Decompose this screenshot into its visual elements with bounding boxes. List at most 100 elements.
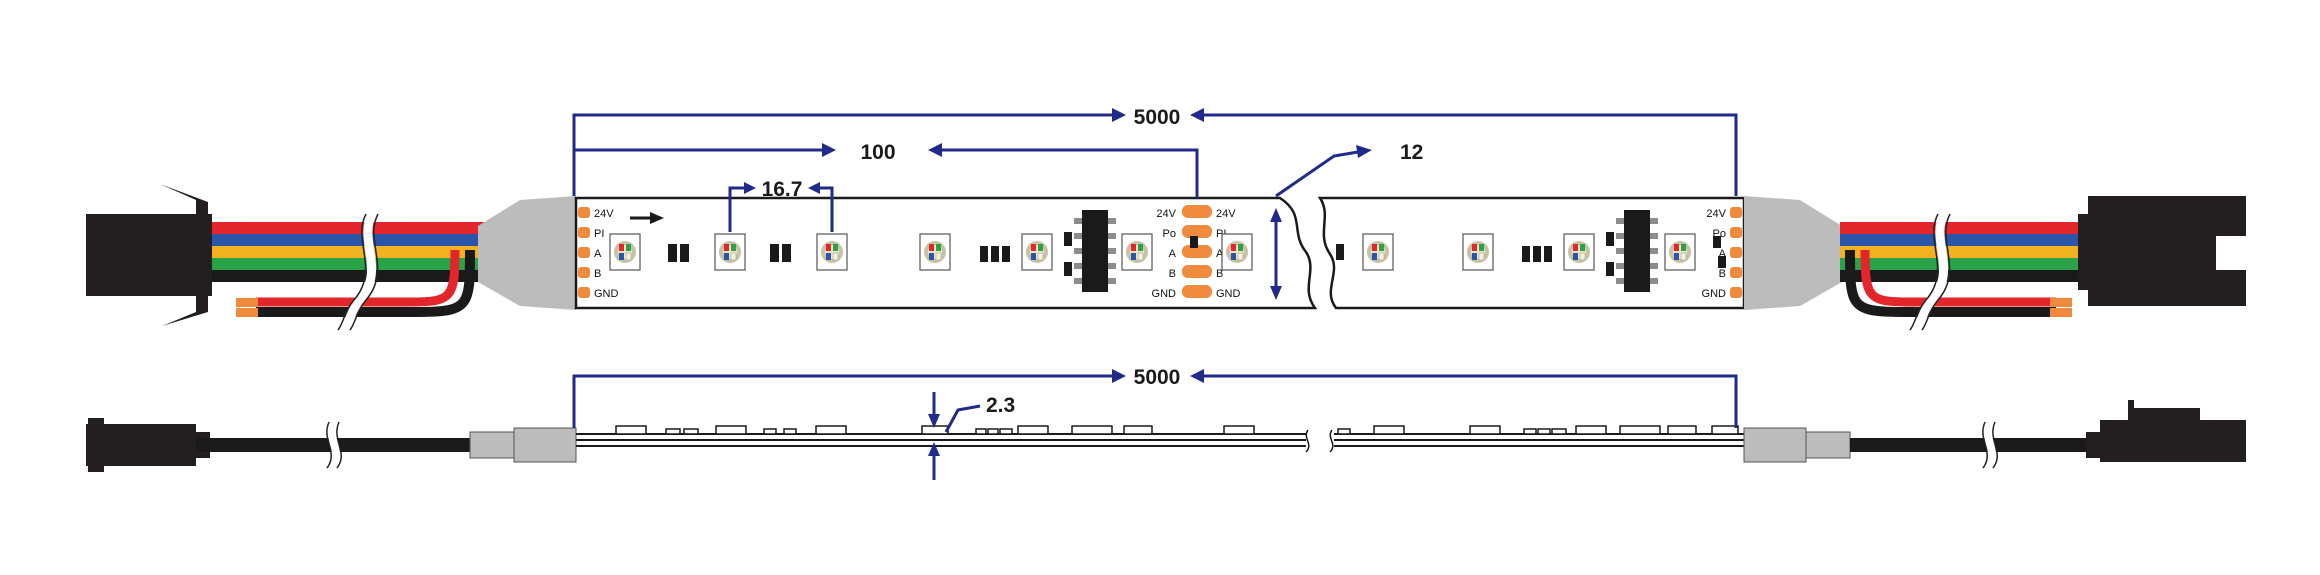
ic-pin: [1108, 263, 1116, 269]
pin-label: B: [1719, 268, 1726, 280]
side-component: [1071, 425, 1113, 435]
led-die-red: [1372, 244, 1377, 251]
led-die-white: [1237, 252, 1244, 261]
pin-label: A: [1719, 248, 1727, 260]
led-chip: [816, 233, 848, 271]
led-die-white: [1680, 252, 1687, 261]
led-die-blue: [929, 253, 934, 260]
dimension-label: 5000: [1134, 106, 1181, 129]
led-chip: [1563, 233, 1595, 271]
side-component: [1551, 428, 1567, 435]
led-die-white: [625, 252, 632, 261]
led-die-blue: [1472, 253, 1477, 260]
led-die-red: [619, 244, 624, 251]
ic-pin: [1650, 278, 1658, 284]
resistor: [1718, 256, 1726, 268]
resistor: [668, 244, 677, 262]
dimension-label: 16.7: [762, 178, 803, 201]
pin-label: B: [1169, 268, 1176, 280]
led-chip: [1121, 233, 1153, 271]
dimension-strip-width: 12: [1270, 141, 1423, 300]
led-die-green: [1238, 244, 1243, 251]
resistor: [1522, 246, 1530, 262]
side-left-connector: [86, 418, 210, 472]
led-die-white: [832, 252, 839, 261]
pin-labels-mid-right: 24V PI A B GND: [1216, 208, 1241, 300]
led-die-green: [1580, 244, 1585, 251]
resistor: [991, 246, 999, 262]
pin-label: 24V: [594, 208, 614, 220]
resistor: [1606, 232, 1614, 246]
led-chip: [1362, 233, 1394, 271]
resistor: [1002, 246, 1010, 262]
side-components: [615, 425, 1739, 435]
ic-pin: [1108, 248, 1116, 254]
dimension-total-length: 5000: [572, 106, 1738, 196]
side-component: [1123, 425, 1153, 435]
led-die-blue: [619, 253, 624, 260]
dimension-pixel-pitch: 100: [574, 141, 1199, 198]
side-component: [987, 428, 999, 435]
dimension-thickness: 2.3: [928, 392, 1015, 480]
resistor: [1190, 236, 1198, 248]
pin-label: GND: [1152, 288, 1177, 300]
resistor: [1064, 262, 1072, 276]
solder-pads-right: [1730, 207, 1742, 298]
solder-pads-middle: [1182, 205, 1212, 298]
side-component: [975, 428, 987, 435]
pin-label: PI: [1216, 228, 1226, 240]
led-die-blue: [1573, 253, 1578, 260]
led-die-red: [1573, 244, 1578, 251]
resistor: [1713, 236, 1721, 248]
pin-label: GND: [594, 288, 619, 300]
led-die-white: [1137, 252, 1144, 261]
led-die-blue: [1131, 253, 1136, 260]
pin-label: 24V: [1706, 208, 1726, 220]
pin-label: GND: [1702, 288, 1727, 300]
led-die-red: [1472, 244, 1477, 251]
left-wire-bundle: [212, 211, 488, 333]
side-right-cable: [1743, 420, 2090, 471]
dimension-label: 12: [1400, 141, 1423, 164]
led-die-green: [1138, 244, 1143, 251]
ic-pin: [1650, 233, 1658, 239]
ic-pin: [1074, 263, 1082, 269]
led-die-blue: [1372, 253, 1377, 260]
ic-pin: [1074, 218, 1082, 224]
driver-ic: [1074, 210, 1116, 292]
dimension-label: 5000: [1134, 366, 1181, 389]
ic-pin: [1108, 218, 1116, 224]
ic-pin: [1108, 233, 1116, 239]
dimension-label: 100: [860, 141, 895, 164]
pin-label: PI: [594, 228, 604, 240]
side-component: [715, 425, 747, 435]
led-die-blue: [1031, 253, 1036, 260]
led-die-green: [626, 244, 631, 251]
led-chip: [1462, 233, 1494, 271]
led-die-white: [1478, 252, 1485, 261]
resistor: [1064, 232, 1072, 246]
led-chip: [714, 233, 746, 271]
led-die-white: [1579, 252, 1586, 261]
side-component: [1667, 425, 1697, 435]
led-die-green: [1038, 244, 1043, 251]
led-die-green: [731, 244, 736, 251]
ic-pin: [1650, 218, 1658, 224]
led-die-blue: [826, 253, 831, 260]
ic-pin: [1616, 233, 1624, 239]
led-die-blue: [1674, 253, 1679, 260]
led-die-green: [1681, 244, 1686, 251]
led-die-red: [1131, 244, 1136, 251]
ic-pin: [1074, 278, 1082, 284]
side-component: [763, 428, 777, 435]
led-die-red: [1031, 244, 1036, 251]
side-component: [921, 425, 949, 435]
ic-pin: [1616, 248, 1624, 254]
ic-pin: [1616, 263, 1624, 269]
led-die-red: [1674, 244, 1679, 251]
ic-pin: [1616, 278, 1624, 284]
right-connector: [2078, 196, 2246, 306]
led-die-white: [1378, 252, 1385, 261]
led-die-green: [833, 244, 838, 251]
